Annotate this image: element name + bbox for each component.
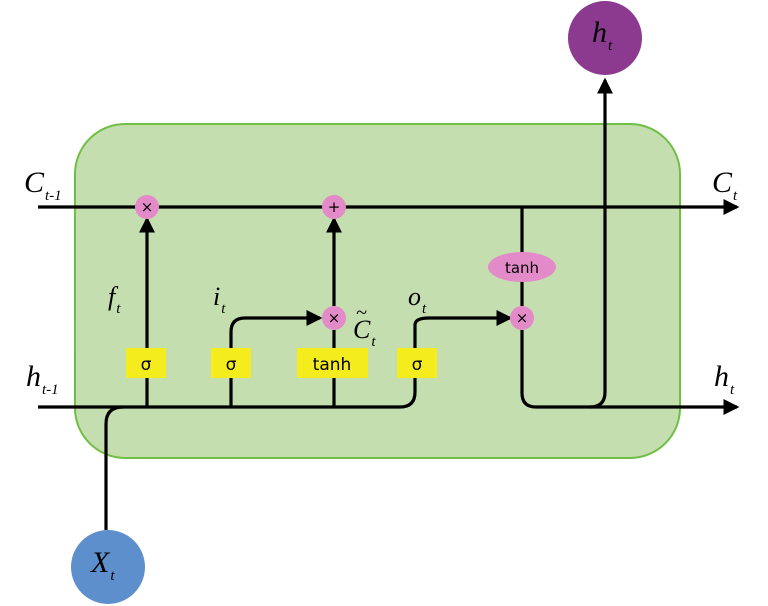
candidate-output-label: Ct — [353, 315, 376, 350]
candidate-tilde-accent: ~ — [356, 302, 367, 324]
output-to-hidden-line — [520, 330, 740, 415]
hidden-prev-label: ht-1 — [26, 360, 59, 398]
cell-state-prev-label: Ct-1 — [24, 166, 62, 204]
forget-gate: σ — [126, 348, 166, 378]
input-multiply-symbol: × — [328, 309, 341, 327]
hidden-next-label: ht — [714, 360, 735, 398]
output-tanh-label: tanh — [505, 259, 539, 277]
x-input-line — [104, 405, 124, 530]
cell-state-next-label: Ct — [712, 166, 738, 204]
input-gate: σ — [211, 348, 251, 378]
candidate-gate: tanh — [297, 348, 368, 378]
hidden-output-label: ht — [592, 16, 613, 54]
forget-gate-output-label: ft — [108, 282, 121, 317]
input-multiply-op: × — [322, 306, 346, 330]
output-multiply-symbol: × — [516, 309, 529, 327]
input-node — [71, 530, 145, 604]
input-gate-output-label: it — [213, 282, 226, 317]
output-gate-feed — [399, 325, 417, 409]
forget-multiply-symbol: × — [141, 198, 154, 216]
forget-gate-label: σ — [141, 355, 152, 375]
hidden-output-up-line — [589, 77, 613, 409]
output-gate: σ — [397, 348, 437, 378]
output-gate-label: σ — [412, 355, 423, 375]
candidate-gate-label: tanh — [313, 355, 352, 375]
cell-add-op: + — [322, 195, 346, 219]
input-label: Xt — [90, 546, 115, 584]
output-gate-line — [413, 310, 513, 326]
hidden-output-node — [568, 1, 642, 75]
output-tanh-op: tanh — [488, 252, 556, 282]
forget-multiply-op: × — [135, 195, 159, 219]
output-multiply-op: × — [510, 306, 534, 330]
cell-add-symbol: + — [328, 198, 341, 216]
output-gate-output-label: ot — [408, 282, 427, 317]
input-gate-label: σ — [226, 355, 237, 375]
input-gate-line — [229, 310, 323, 407]
